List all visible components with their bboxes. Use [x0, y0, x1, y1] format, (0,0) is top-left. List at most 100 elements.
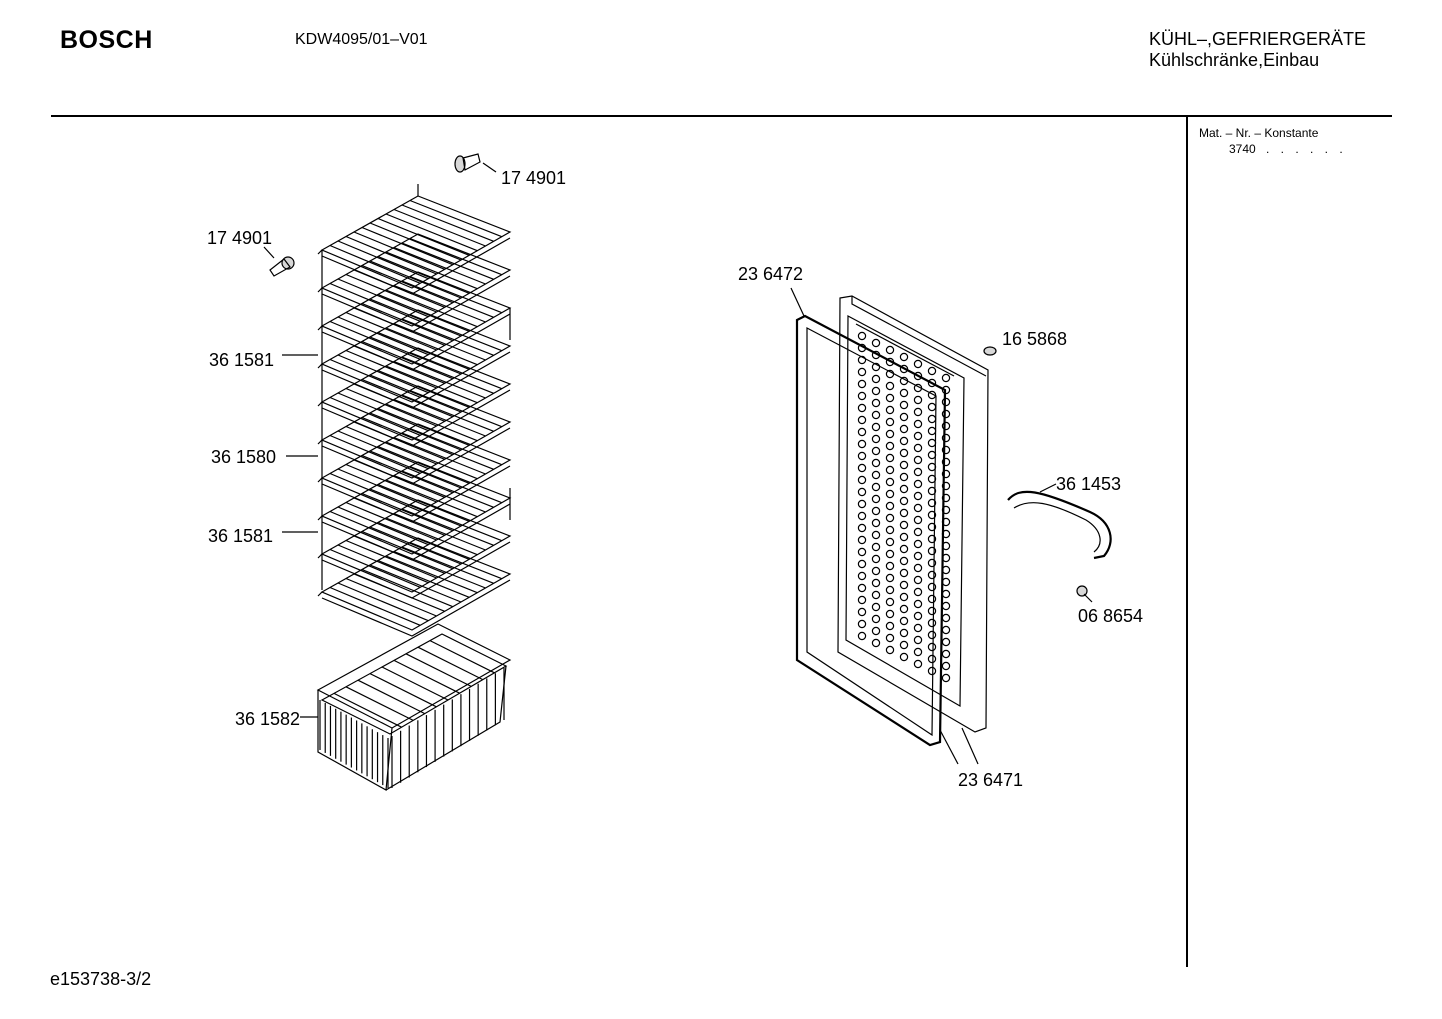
dimple: [913, 395, 923, 405]
wire-line: [401, 394, 494, 432]
dimple: [941, 505, 951, 515]
dimple: [899, 652, 909, 662]
dimple: [913, 563, 923, 573]
dimple: [941, 661, 951, 671]
wire-line: [345, 501, 437, 541]
wire-line: [317, 439, 323, 445]
dimple: [913, 383, 923, 393]
wire-line: [329, 282, 421, 322]
dimple: [885, 429, 895, 439]
wire-line: [345, 235, 437, 275]
dimple: [913, 491, 923, 501]
wire-line: [357, 679, 426, 715]
wire-line: [369, 222, 462, 261]
dimple: [899, 388, 909, 398]
dimple: [927, 438, 937, 448]
wire-line: [361, 226, 454, 266]
wire-line: [409, 465, 503, 504]
wire-line: [401, 204, 494, 242]
dimple: [857, 343, 867, 353]
dimple: [941, 577, 951, 587]
dimple: [941, 493, 951, 503]
dimple: [899, 520, 909, 530]
wire-line: [337, 354, 429, 394]
dimple: [899, 412, 909, 422]
dimple: [913, 515, 923, 525]
wire-line: [345, 311, 437, 351]
part-label: 06 8654: [1078, 606, 1144, 626]
wire-line: [345, 539, 437, 579]
wire-line: [345, 686, 414, 721]
wire-line: [393, 474, 486, 513]
dimple: [885, 609, 895, 619]
dimple: [941, 541, 951, 551]
dimple: [899, 604, 909, 614]
dimple: [913, 443, 923, 453]
dimple: [885, 585, 895, 595]
dimple: [913, 419, 923, 429]
wire-line: [377, 521, 470, 560]
wire-line: [337, 582, 429, 622]
wire-line: [393, 550, 486, 589]
wire-line: [353, 383, 445, 422]
mat-number-value: 3740: [1229, 142, 1256, 156]
dimple: [871, 434, 881, 444]
dimple: [857, 607, 867, 617]
dimple: [927, 462, 937, 472]
wire-line: [369, 374, 462, 413]
dimple: [927, 450, 937, 460]
screw-icon: [454, 153, 497, 173]
dimple: [871, 602, 881, 612]
dimple: [927, 558, 937, 568]
dimple: [927, 630, 937, 640]
screw-icon: [263, 246, 295, 277]
wire-line: [377, 255, 470, 294]
dimple: [941, 373, 951, 383]
dimple: [885, 525, 895, 535]
dimple: [885, 381, 895, 391]
wire-line: [361, 530, 454, 570]
sidebar-rule: [1186, 116, 1188, 967]
part-label: 23 6471: [958, 770, 1024, 790]
dimple: [913, 647, 923, 657]
dimple: [927, 486, 937, 496]
dimple: [927, 390, 937, 400]
dimple: [899, 640, 909, 650]
dimple: [885, 405, 895, 415]
part-label: 23 6472: [738, 264, 804, 284]
wire-line: [317, 553, 323, 559]
wire-line: [361, 264, 454, 304]
wire-line: [401, 432, 494, 470]
dimple: [927, 366, 937, 376]
dimple: [857, 379, 867, 389]
wire-line: [393, 208, 486, 247]
wire-line: [329, 548, 421, 588]
part-label: 17 4901: [501, 168, 567, 188]
wire-line: [361, 416, 454, 456]
dimple: [899, 508, 909, 518]
wire-line: [369, 488, 462, 527]
dimple: [941, 481, 951, 491]
dimple: [913, 551, 923, 561]
wire-line: [409, 199, 503, 238]
wire-line: [393, 512, 486, 551]
dimple: [871, 566, 881, 576]
wire-line: [409, 389, 503, 428]
dimple: [913, 407, 923, 417]
dimple: [871, 614, 881, 624]
dimple: [927, 498, 937, 508]
dimple: [857, 403, 867, 413]
wire-line: [361, 378, 454, 418]
wire-line: [401, 280, 494, 318]
dimple: [899, 544, 909, 554]
dimple: [885, 513, 895, 523]
dimple: [857, 451, 867, 461]
wire-line: [361, 454, 454, 494]
dimple: [871, 530, 881, 540]
dimple: [899, 424, 909, 434]
dimple: [899, 628, 909, 638]
wire-line: [369, 526, 462, 565]
dimple: [871, 578, 881, 588]
wire-line: [369, 673, 437, 708]
dimple: [857, 391, 867, 401]
